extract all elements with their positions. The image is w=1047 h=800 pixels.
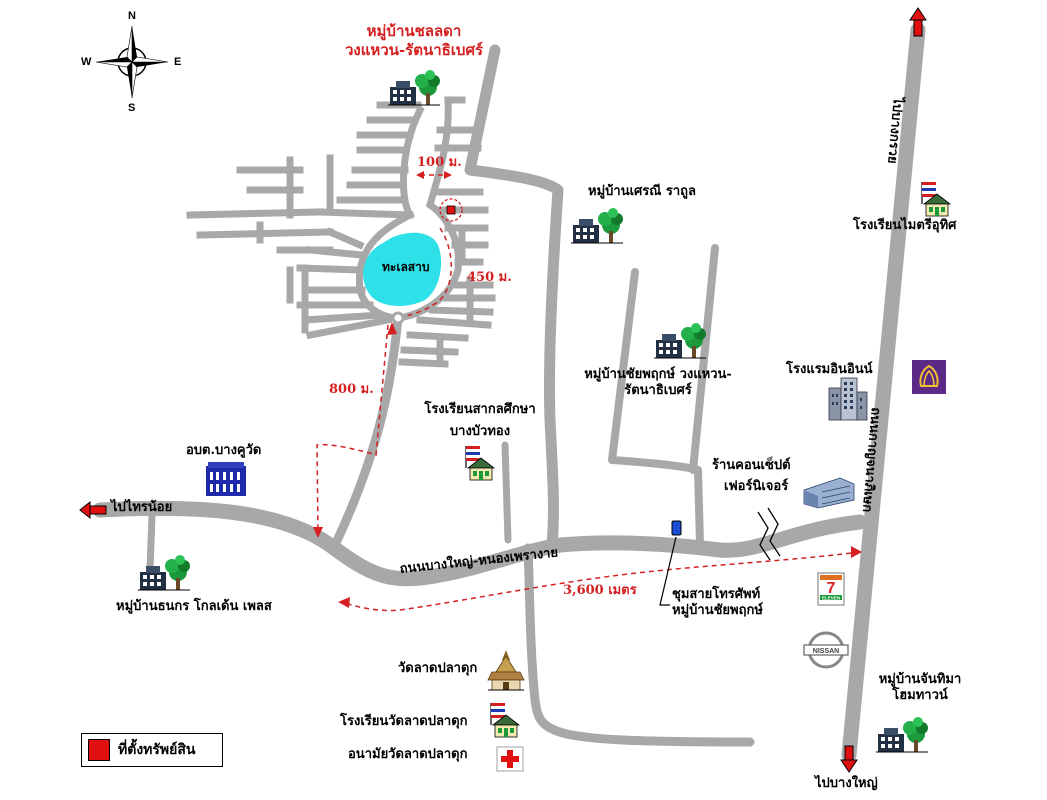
school-sakon-line2: บางบัวทอง xyxy=(449,424,511,440)
village-chanthima-icon xyxy=(875,716,929,753)
store-line1: ร้านคอนเซ็ปต์ xyxy=(712,458,791,473)
lake-label: ทะเลสาบ xyxy=(382,260,430,274)
phone-exchange-label: ชุมสายโทรศัพท์ หมู่บ้านชัยพฤกษ์ xyxy=(672,587,763,620)
lake-shape xyxy=(363,232,442,306)
village-thanakorn-icon xyxy=(137,554,191,591)
village-thanakorn-label: หมู่บ้านธนกร โกลเด้น เพลส xyxy=(116,599,272,614)
temple-icon xyxy=(487,650,525,691)
route-lines xyxy=(316,174,861,612)
nissan-logo: NISSAN xyxy=(803,631,849,669)
hotel-label: โรงแรมอินอินน์ xyxy=(786,362,873,377)
village-setthi-icon xyxy=(570,207,624,244)
distance-450m-label: 450 ม. xyxy=(467,270,512,285)
school-maitri-label: โรงเรียนไมตรีอุทิศ xyxy=(853,218,957,233)
phone-exchange-marker xyxy=(659,520,682,606)
school-sakon-icon xyxy=(465,445,495,481)
village-chanthima-label: หมู่บ้านจันทิมา โฮมทาวน์ xyxy=(870,672,970,705)
village-chaiyaphruek-label: หมู่บ้านชัยพฤกษ์ วงแหวน- รัตนาธิเบศร์ xyxy=(578,367,738,400)
obt-building-icon xyxy=(206,462,246,496)
bridge-mark xyxy=(757,507,781,561)
road-south xyxy=(523,543,755,747)
hotel-icon xyxy=(828,377,868,421)
village-chonlada-label: หมู่บ้านชลลดา วงแหวน-รัตนาธิเบศร์ xyxy=(340,22,488,60)
property-marker xyxy=(439,198,463,222)
road-kanchanaphisek xyxy=(841,22,926,763)
village-setthi-label: หมู่บ้านเศรณี ราถูล xyxy=(588,184,696,199)
distance-3600m-label: 3,600 เมตร xyxy=(563,583,637,598)
seven-eleven-number: 7 xyxy=(827,580,836,597)
road-chaiyaphruek-a xyxy=(608,268,704,549)
arrow-to-sainoi xyxy=(79,500,107,520)
road-sakon xyxy=(501,441,512,544)
obt-label: อบต.บางคูวัด xyxy=(186,443,262,458)
clinic-label: อนามัยวัดลาดปลาดุก xyxy=(348,747,468,762)
village-chaiyaphruek-line1: หมู่บ้านชัยพฤกษ์ วงแหวน- xyxy=(584,367,732,382)
phone-exchange-line2: หมู่บ้านชัยพฤกษ์ xyxy=(672,603,763,619)
phone-exchange-line1: ชุมสายโทรศัพท์ xyxy=(672,587,761,602)
property-legend-label: ที่ตั้งทรัพย์สิน xyxy=(118,742,196,758)
to-bangyai-label: ไปบางใหญ่ xyxy=(815,776,878,791)
seven-eleven-sub: ELEVEN xyxy=(822,596,840,601)
store-label: ร้านคอนเซ็ปต์ เฟอร์นิเจอร์ xyxy=(712,458,791,496)
village-chonlada-line2: วงแหวน-รัตนาธิเบศร์ xyxy=(344,40,484,59)
route-lake-to-roundabout xyxy=(397,227,452,319)
school-sakon-label: โรงเรียนสากลศึกษา บางบัวทอง xyxy=(418,402,542,441)
temple-label: วัดลาดปลาดุก xyxy=(398,661,478,676)
main-roads xyxy=(92,22,926,763)
seven-eleven-logo: 7 ELEVEN xyxy=(817,572,845,606)
distance-100m-label: 100 ม. xyxy=(417,155,462,170)
village-chaiyaphruek-line2: รัตนาธิเบศร์ xyxy=(624,383,692,399)
compass-rose xyxy=(95,25,169,99)
road-bangyai-nongphrangai xyxy=(92,500,868,587)
route-arrowheads xyxy=(313,171,862,608)
compass-east-label: E xyxy=(174,56,182,68)
nissan-text: NISSAN xyxy=(813,648,839,655)
compass-north-label: N xyxy=(128,10,136,22)
school-maitri-icon xyxy=(921,181,951,217)
school-temple-icon xyxy=(490,702,520,738)
property-legend-swatch xyxy=(88,739,110,761)
village-streets xyxy=(186,96,496,368)
road-chaiyaphruek-b xyxy=(689,244,719,474)
compass-west-label: W xyxy=(81,56,92,68)
store-icon xyxy=(803,477,855,509)
road-middle-vertical xyxy=(464,44,564,551)
to-sainoi-label: ไปไทรน้อย xyxy=(111,500,173,515)
compass-south-label: S xyxy=(128,102,136,114)
road-thanakorn xyxy=(146,511,156,574)
school-temple-label: โรงเรียนวัดลาดปลาดุก xyxy=(340,714,468,729)
village-chonlada-icon xyxy=(387,69,441,106)
road-village-south xyxy=(330,313,403,550)
arrow-to-bangkruai xyxy=(909,7,927,37)
route-800m xyxy=(316,324,389,536)
village-chanthima-line2: โฮมทาวน์ xyxy=(892,688,948,704)
village-chaiyaphruek-icon xyxy=(653,322,707,359)
village-chanthima-line1: หมู่บ้านจันทิมา xyxy=(878,672,962,687)
clinic-icon xyxy=(496,746,524,772)
store-line2: เฟอร์นิเจอร์ xyxy=(724,479,789,495)
map-legend: ที่ตั้งทรัพย์สิน xyxy=(81,733,223,767)
arrow-to-bangyai xyxy=(840,745,858,773)
roundabout xyxy=(391,311,405,325)
direction-arrows xyxy=(79,7,927,773)
bank-logo-icon xyxy=(912,360,946,394)
school-sakon-line1: โรงเรียนสากลศึกษา xyxy=(424,402,536,417)
distance-800m-label: 800 ม. xyxy=(329,382,374,397)
village-chonlada-line1: หมู่บ้านชลลดา xyxy=(366,22,462,40)
